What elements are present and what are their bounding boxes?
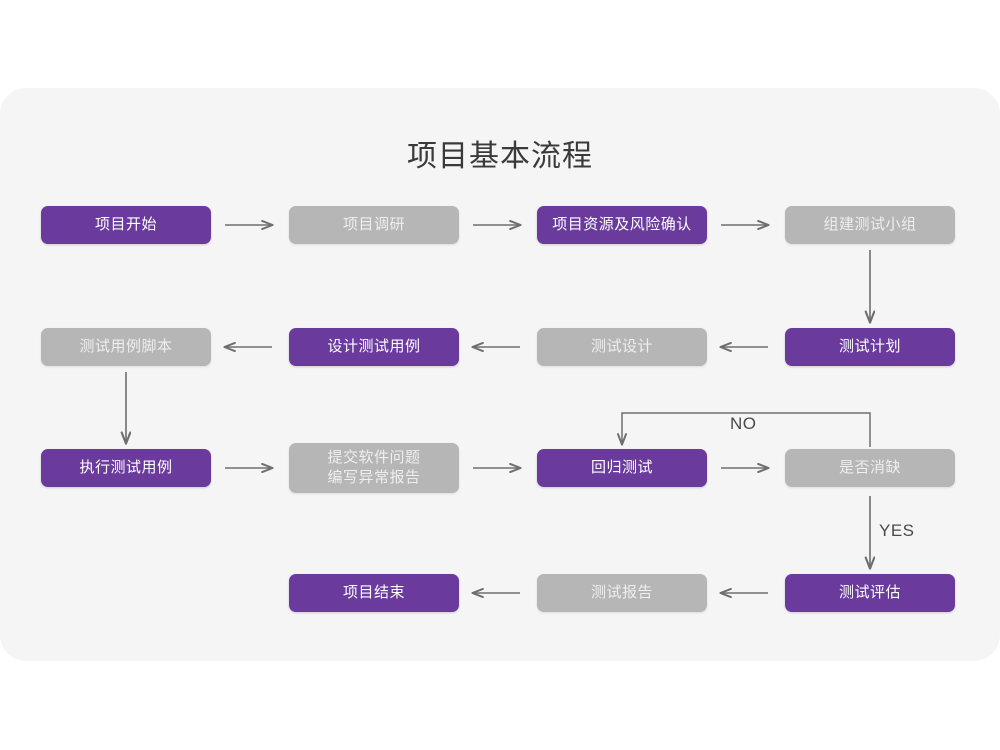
node-design-test-cases[interactable]: 设计测试用例 (289, 328, 459, 366)
diagram-card (0, 88, 1000, 661)
node-test-plan[interactable]: 测试计划 (785, 328, 955, 366)
node-project-research[interactable]: 项目调研 (289, 206, 459, 244)
page-title: 项目基本流程 (407, 140, 593, 173)
node-test-design[interactable]: 测试设计 (537, 328, 707, 366)
node-test-report[interactable]: 测试报告 (537, 574, 707, 612)
node-project-end[interactable]: 项目结束 (289, 574, 459, 612)
node-project-start[interactable]: 项目开始 (41, 206, 211, 244)
node-execute-test-cases[interactable]: 执行测试用例 (41, 449, 211, 487)
node-defects-cleared[interactable]: 是否消缺 (785, 449, 955, 487)
edge-label-yes: YES (879, 521, 915, 540)
node-test-evaluation[interactable]: 测试评估 (785, 574, 955, 612)
node-resource-risk-confirm[interactable]: 项目资源及风险确认 (537, 206, 707, 244)
node-regression-test[interactable]: 回归测试 (537, 449, 707, 487)
node-submit-issues-report[interactable]: 提交软件问题 编写异常报告 (289, 443, 459, 493)
edge-label-no: NO (730, 414, 757, 433)
node-form-test-team[interactable]: 组建测试小组 (785, 206, 955, 244)
node-test-case-scripts[interactable]: 测试用例脚本 (41, 328, 211, 366)
